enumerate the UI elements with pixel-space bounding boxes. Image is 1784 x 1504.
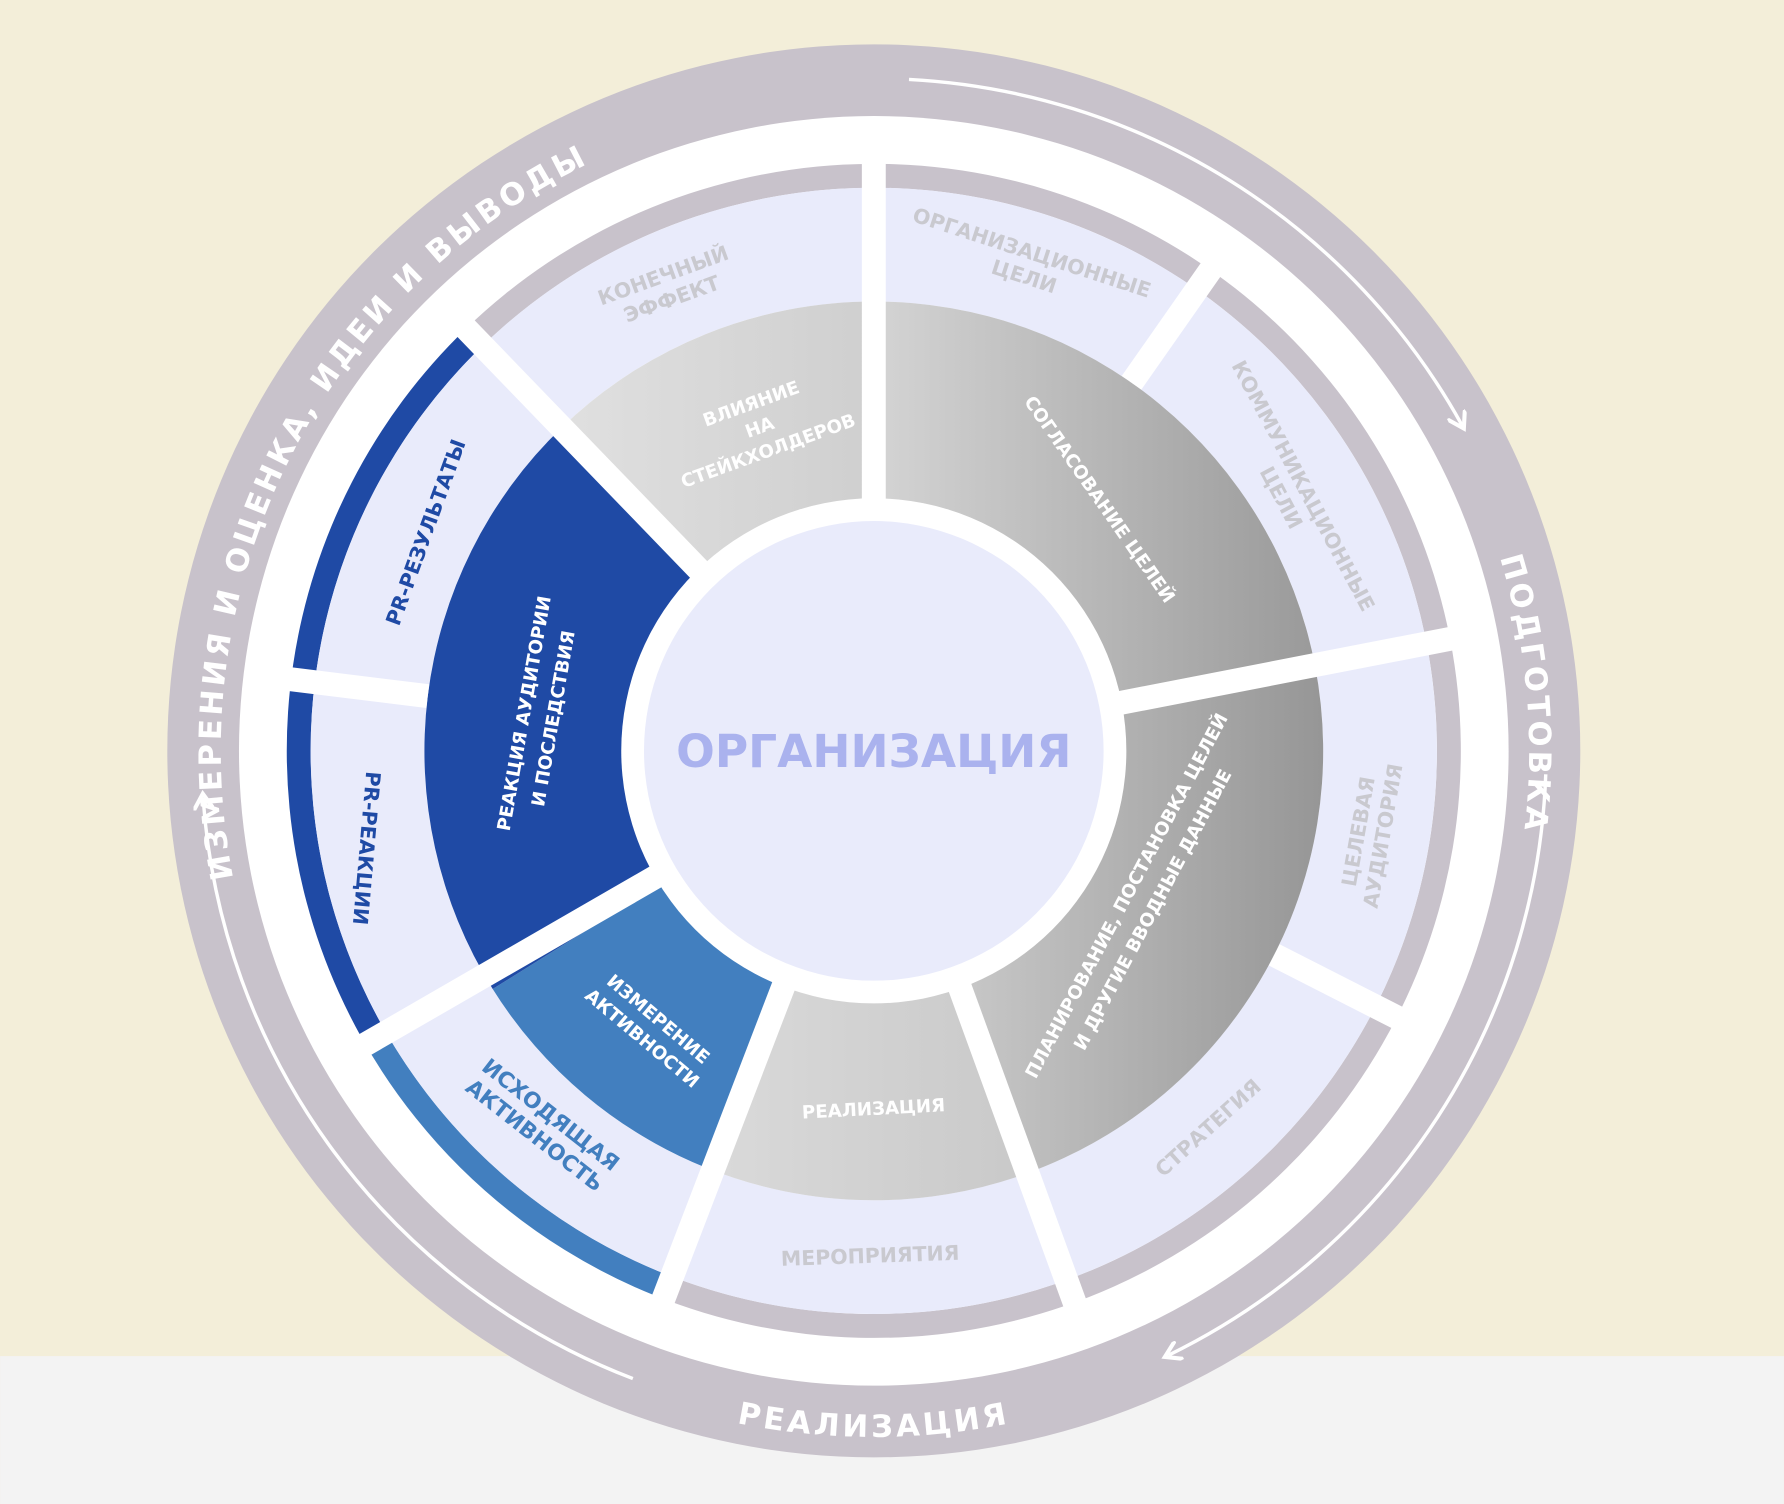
center-circle bbox=[643, 521, 1104, 981]
segment-planning bbox=[957, 665, 1324, 1174]
border-band-pr bbox=[286, 328, 483, 1036]
segment-divider bbox=[357, 854, 683, 1056]
segment-divider bbox=[651, 959, 804, 1306]
center-title: ОРГАНИЗАЦИЯ bbox=[676, 725, 1071, 778]
border-band-outgoing bbox=[360, 1023, 663, 1296]
segment-divider bbox=[287, 667, 430, 708]
segment-activity-measurement bbox=[492, 880, 783, 1168]
arrow-measurement-icon bbox=[203, 798, 634, 1381]
arrow-preparation-icon bbox=[908, 77, 1462, 424]
segment-audience-reaction bbox=[424, 427, 704, 989]
segment-divider bbox=[455, 318, 725, 596]
segment-goal-alignment bbox=[873, 301, 1315, 705]
segment-implementation bbox=[705, 977, 1028, 1201]
segment-divider bbox=[940, 960, 1087, 1309]
segment-divider bbox=[1121, 261, 1222, 390]
segment-divider bbox=[1094, 626, 1455, 720]
arrow-implementation-icon bbox=[1169, 774, 1548, 1355]
segment-divider bbox=[1268, 944, 1405, 1030]
